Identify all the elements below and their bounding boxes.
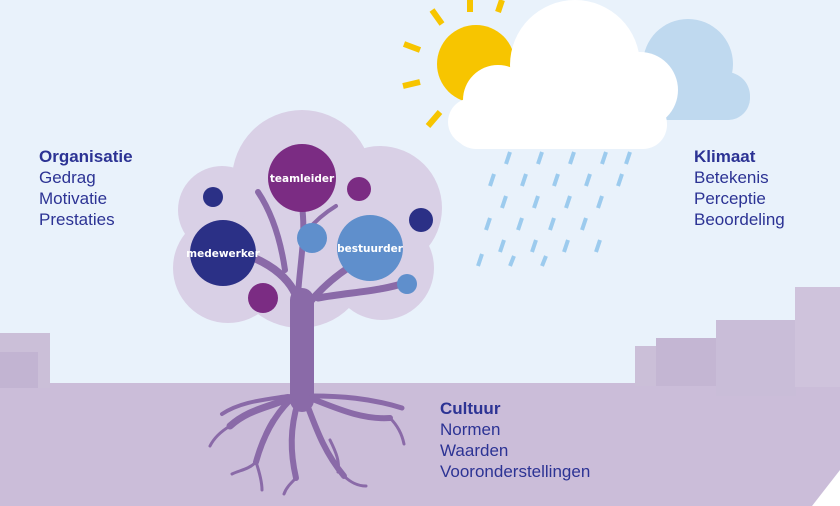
cloud-icon <box>448 0 678 149</box>
klimaat-item: Betekenis <box>694 168 769 187</box>
cultuur-item: Vooronderstellingen <box>440 462 591 481</box>
circle-bestuurder: bestuurder <box>337 215 404 281</box>
page-corner <box>812 470 840 506</box>
dot-blue-tiny <box>397 274 417 294</box>
circle-teamleider: teamleider <box>268 144 336 212</box>
cultuur-title: Cultuur <box>440 399 501 418</box>
label-medewerker: medewerker <box>186 248 261 260</box>
klimaat-item: Perceptie <box>694 189 766 208</box>
dot-navy-small <box>203 187 223 207</box>
roots-icon <box>208 391 406 496</box>
klimaat-block: Klimaat Betekenis Perceptie Beoordeling <box>694 146 785 230</box>
dot-purple-bottom <box>248 283 278 313</box>
organisatie-item: Gedrag <box>39 168 96 187</box>
cultuur-item: Waarden <box>440 441 509 460</box>
ground <box>0 383 840 506</box>
organisatie-title: Organisatie <box>39 147 133 166</box>
cultuur-block: Cultuur Normen Waarden Vooronderstelling… <box>440 398 590 482</box>
organisatie-item: Prestaties <box>39 210 115 229</box>
right-buildings <box>635 287 840 396</box>
dot-navy-right <box>409 208 433 232</box>
organisatie-block: Organisatie Gedrag Motivatie Prestaties <box>39 146 133 230</box>
circle-medewerker: medewerker <box>186 220 261 286</box>
dot-blue-small <box>297 223 327 253</box>
organisatie-item: Motivatie <box>39 189 108 208</box>
label-teamleider: teamleider <box>270 173 335 185</box>
rain-icon <box>476 151 632 267</box>
left-buildings <box>0 333 50 388</box>
label-bestuurder: bestuurder <box>337 243 404 255</box>
klimaat-item: Beoordeling <box>694 210 785 229</box>
cultuur-item: Normen <box>440 420 501 439</box>
klimaat-title: Klimaat <box>694 147 756 166</box>
dot-purple-small <box>347 177 371 201</box>
